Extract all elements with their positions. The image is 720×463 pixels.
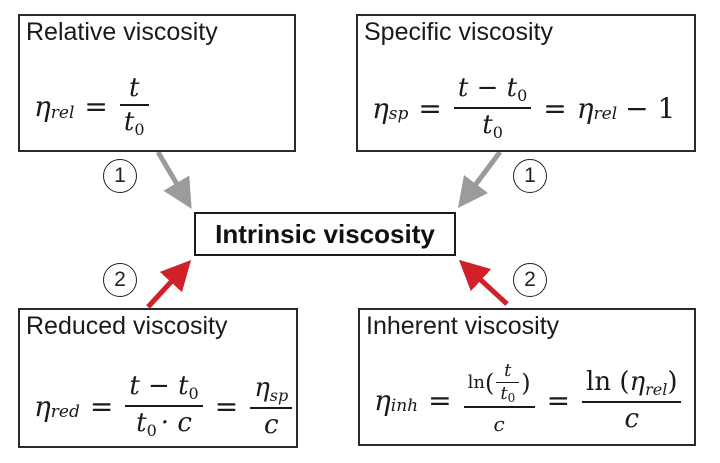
arrow-inherent-to-intrinsic <box>458 259 509 306</box>
step-2-badge-left: 2 <box>103 263 137 297</box>
arrow-reduced-to-intrinsic <box>146 259 192 309</box>
arrow-specific-to-intrinsic <box>458 150 502 208</box>
arrow-relative-to-intrinsic <box>155 150 192 209</box>
reduced-viscosity-title: Reduced viscosity <box>26 312 228 340</box>
step-2-badge-right: 2 <box>513 263 547 297</box>
inherent-viscosity-title: Inherent viscosity <box>366 312 560 340</box>
intrinsic-viscosity-box: Intrinsic viscosity <box>194 212 456 256</box>
specific-viscosity-title: Specific viscosity <box>364 18 553 46</box>
intrinsic-viscosity-label: Intrinsic viscosity <box>215 218 435 249</box>
relative-viscosity-title: Relative viscosity <box>26 18 218 46</box>
step-1-badge-right: 1 <box>513 159 547 193</box>
step-1-badge-left: 1 <box>103 159 137 193</box>
